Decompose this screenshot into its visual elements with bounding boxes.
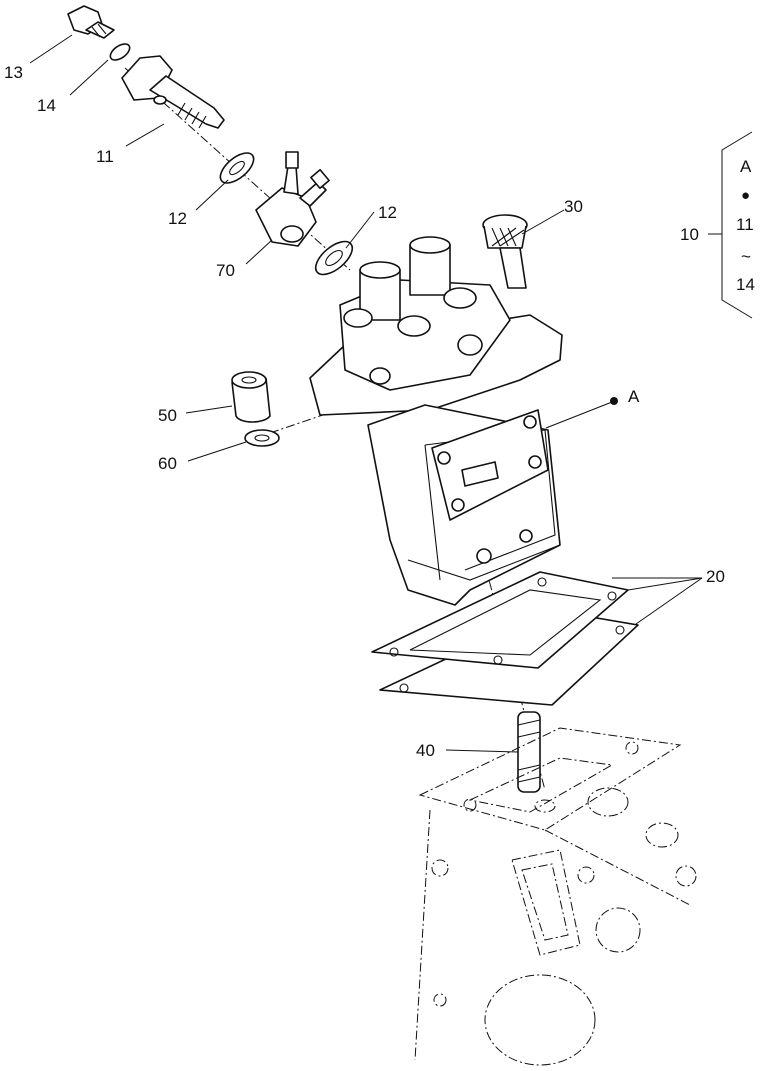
legend-bracket <box>721 131 753 319</box>
callout-60: 60 <box>158 454 177 473</box>
knurled-screw-30 <box>482 214 528 289</box>
legend-line-3: 11 <box>736 215 754 234</box>
washer-12-upper <box>219 152 255 184</box>
washer-60 <box>244 429 280 447</box>
injection-pump-body <box>309 236 563 606</box>
banjo-union-70 <box>255 151 330 247</box>
legend-line-4: ~ <box>741 247 751 266</box>
callout-14: 14 <box>37 96 56 115</box>
banjo-bolt-13 <box>67 5 115 39</box>
legend-line-1: A <box>740 157 752 176</box>
banjo-fitting-11 <box>121 55 225 129</box>
callout-20: 20 <box>706 567 725 586</box>
callout-30: 30 <box>564 197 583 216</box>
callout-40: 40 <box>416 741 435 760</box>
callout-50: 50 <box>158 406 177 425</box>
callout-12-lower: 12 <box>378 203 397 222</box>
callout-labels: 13 14 11 12 70 12 30 50 60 A 20 40 <box>4 63 725 760</box>
stud-bolt-40 <box>517 711 541 793</box>
callout-A: A <box>628 387 640 406</box>
leader-lines <box>29 34 722 753</box>
callout-13: 13 <box>4 63 23 82</box>
sleeve-50 <box>231 371 271 423</box>
legend-line-5: 14 <box>736 275 755 294</box>
legend-ref-10: 10 <box>680 225 699 244</box>
legend: 10 A ● 11 ~ 14 <box>680 157 755 294</box>
engine-block-outline <box>414 727 697 1066</box>
callout-12-upper: 12 <box>168 209 187 228</box>
callout-70: 70 <box>216 261 235 280</box>
callout-11: 11 <box>96 147 114 166</box>
washer-12-lower <box>314 240 354 276</box>
legend-line-2: ● <box>741 187 750 204</box>
washer-14 <box>109 43 131 61</box>
